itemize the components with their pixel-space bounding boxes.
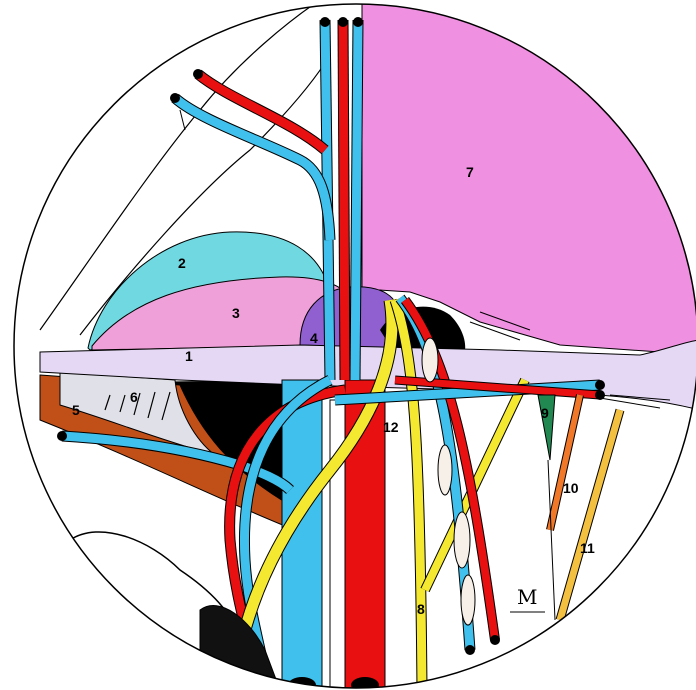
label-7: 7 [466, 164, 474, 180]
vessel-end-branch-2 [193, 69, 203, 79]
vessel-end-right-2 [595, 390, 605, 400]
label-11: 11 [580, 540, 595, 556]
label-12: 12 [383, 419, 399, 435]
artist-signature: M [517, 585, 537, 609]
label-10: 10 [563, 480, 579, 496]
label-5: 5 [72, 402, 80, 418]
label-1: 1 [185, 348, 193, 364]
vessel-end-branch-1 [170, 93, 180, 103]
vessel-end-bottom-1 [465, 645, 475, 655]
vessel-end-top-2 [338, 17, 348, 27]
vessel-end-top-3 [353, 17, 363, 27]
label-9: 9 [541, 405, 549, 421]
vessel-end-right-1 [595, 380, 605, 390]
label-4: 4 [310, 330, 318, 346]
vessel-end-left [57, 431, 67, 441]
label-6: 6 [130, 389, 138, 405]
vessel-end-top-1 [320, 17, 330, 27]
label-2: 2 [178, 255, 186, 271]
label-3: 3 [232, 305, 240, 321]
vessel-end-bottom-2 [490, 635, 500, 645]
label-8: 8 [417, 601, 425, 617]
